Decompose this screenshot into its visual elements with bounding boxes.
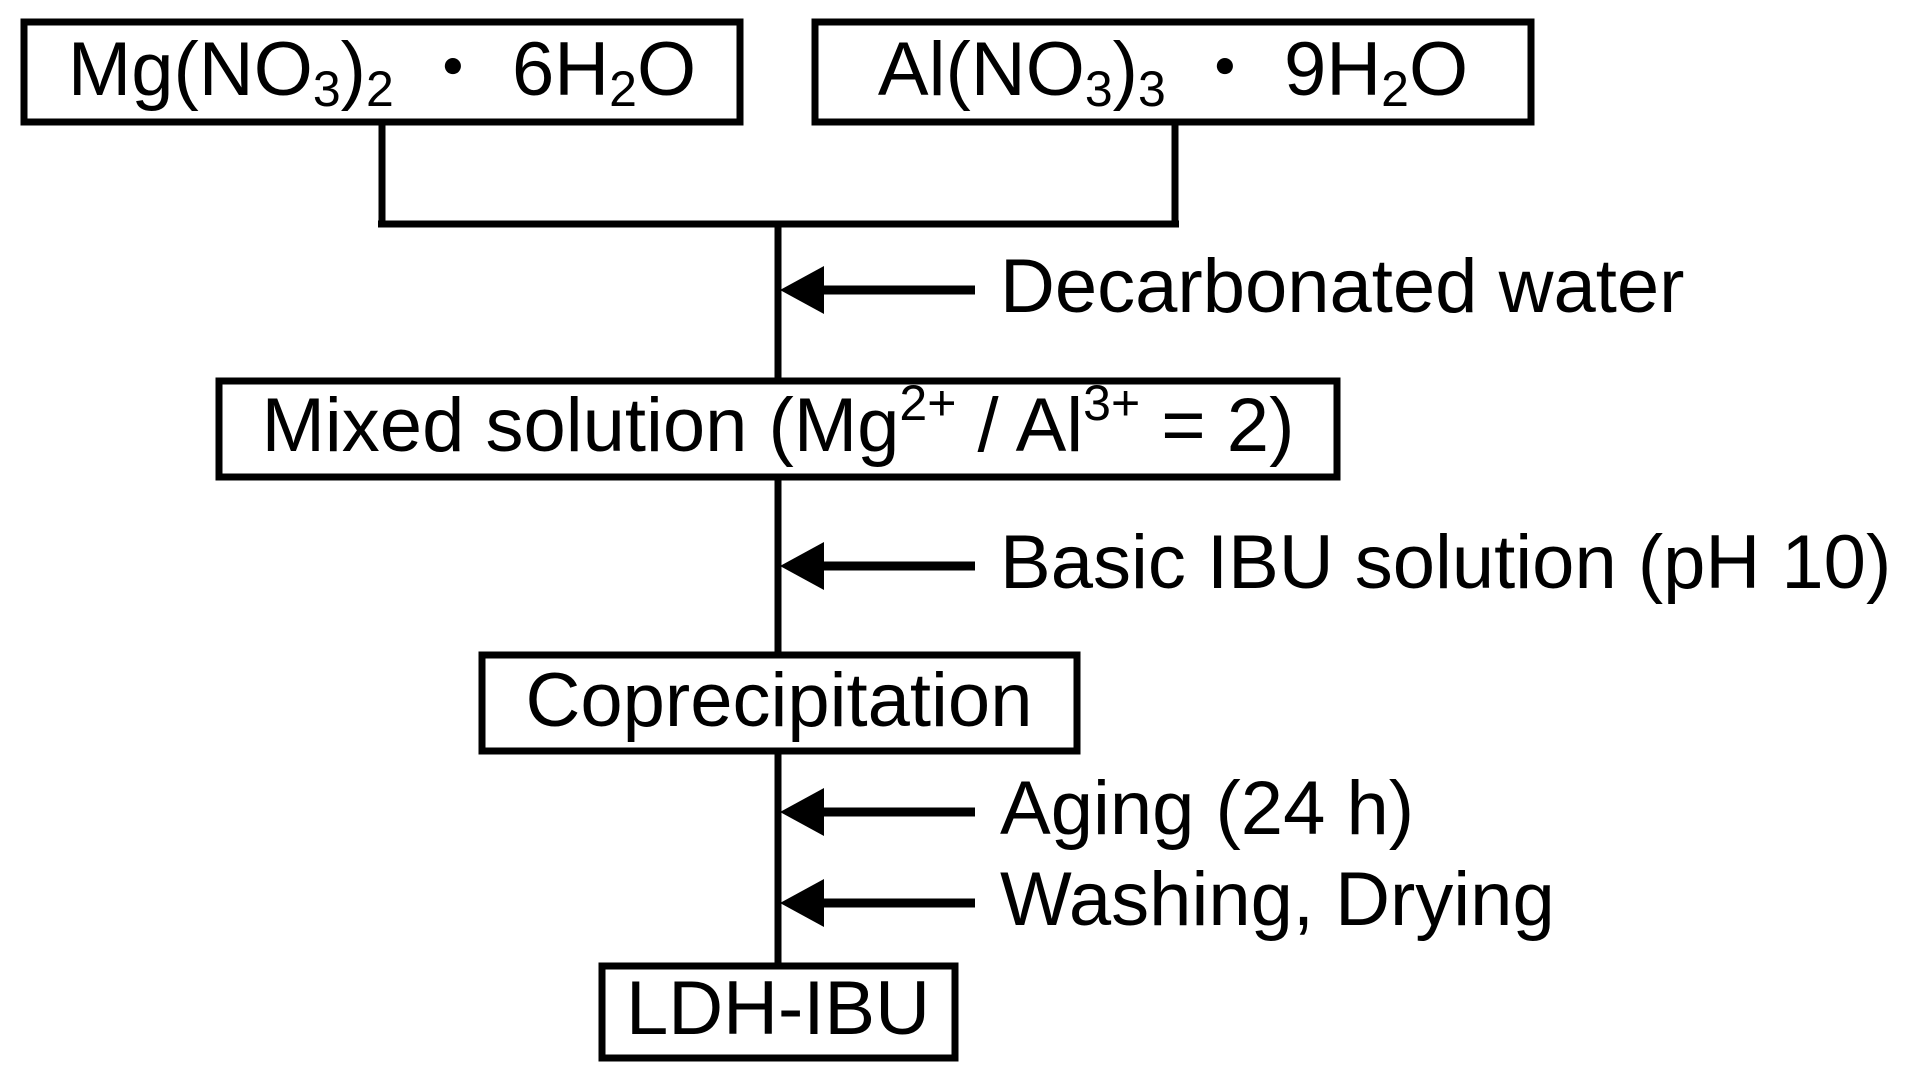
al-precursor-label: Al(NO3)3 ・ 9H2O — [878, 27, 1468, 117]
basic-ibu-solution-label: Basic IBU solution (pH 10) — [1000, 520, 1891, 605]
arrow-decarbonated-water — [780, 266, 975, 314]
node-mixed-solution: Mixed solution (Mg2+ / Al3+ = 2) — [215, 375, 1341, 481]
al-precursor-box — [811, 18, 1535, 126]
node-coprecipitation: Coprecipitation — [478, 651, 1081, 755]
coprecipitation-box — [478, 651, 1081, 755]
washing-drying-label: Washing, Drying — [1000, 857, 1555, 942]
decarbonated-water-arrowhead — [780, 266, 824, 314]
arrow-basic-ibu — [780, 542, 975, 590]
mixed-solution-label: Mixed solution (Mg2+ / Al3+ = 2) — [262, 375, 1295, 468]
connector-group — [378, 122, 1179, 968]
node-product: LDH-IBU — [598, 962, 959, 1062]
arrow-washing-drying — [780, 879, 975, 927]
washing-drying-arrowhead — [780, 879, 824, 927]
decarbonated-water-label: Decarbonated water — [1000, 244, 1684, 329]
mg-precursor-box — [20, 18, 744, 126]
mixed-solution-box — [215, 377, 1341, 481]
product-label: LDH-IBU — [626, 966, 930, 1051]
basic-ibu-arrowhead — [780, 542, 824, 590]
mg-precursor-label: Mg(NO3)2 ・ 6H2O — [68, 27, 696, 117]
arrow-aging — [780, 788, 975, 836]
product-box — [598, 962, 959, 1062]
node-al-precursor: Al(NO3)3 ・ 9H2O — [811, 18, 1535, 126]
node-mg-precursor: Mg(NO3)2 ・ 6H2O — [20, 18, 744, 126]
coprecipitation-label: Coprecipitation — [526, 658, 1033, 743]
aging-arrowhead — [780, 788, 824, 836]
aging-label: Aging (24 h) — [1000, 766, 1414, 851]
